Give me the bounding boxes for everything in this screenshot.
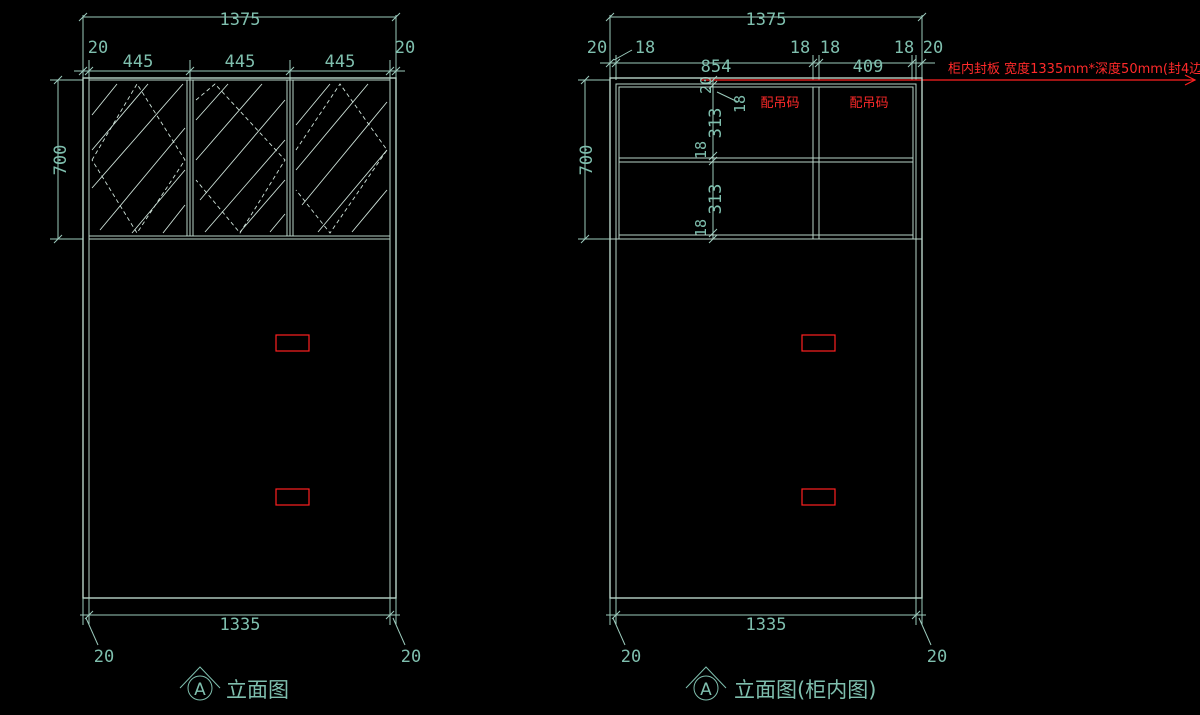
left-cabinet-outline bbox=[82, 77, 397, 599]
right-view-marker-letter: A bbox=[700, 680, 712, 700]
right-shelf-1-board: 18 bbox=[731, 95, 749, 113]
right-overall-width: 1375 bbox=[746, 10, 787, 30]
right-top-height: 700 bbox=[577, 145, 597, 176]
left-elevation: 1375 20 445 445 445 20 700 bbox=[50, 10, 421, 702]
glass-door-3 bbox=[289, 79, 391, 237]
left-side-right: 20 bbox=[395, 38, 415, 58]
right-board-mid-b: 18 bbox=[820, 38, 840, 58]
left-handle-lower bbox=[275, 488, 310, 506]
left-side-left: 20 bbox=[88, 38, 108, 58]
right-bottom-left: 20 bbox=[621, 647, 641, 667]
right-shelf-2-board: 18 bbox=[692, 141, 710, 159]
right-label-right-bay: 配吊码 bbox=[849, 96, 888, 111]
right-view-marker: A bbox=[685, 666, 727, 701]
right-side-left: 20 bbox=[587, 38, 607, 58]
right-bottom-board: 18 bbox=[692, 219, 710, 237]
right-panel-note: 柜内封板 宽度1335mm*深度50mm(封4边) bbox=[948, 61, 1200, 77]
right-shelf-2-height: 313 bbox=[706, 184, 726, 215]
left-bottom-left: 20 bbox=[94, 647, 114, 667]
left-panel-1: 445 bbox=[123, 52, 154, 72]
right-board-left: 18 bbox=[635, 38, 655, 58]
right-board-mid-a: 18 bbox=[790, 38, 810, 58]
left-panel-3: 445 bbox=[325, 52, 356, 72]
right-label-left-bay: 配吊码 bbox=[760, 96, 799, 111]
left-view-marker-letter: A bbox=[194, 680, 206, 700]
glass-hatch-2 bbox=[195, 83, 286, 234]
right-top-board: 20 bbox=[697, 76, 715, 94]
glass-door-1 bbox=[88, 79, 191, 237]
glass-hatch-3 bbox=[295, 83, 388, 234]
right-bottom-right: 20 bbox=[927, 647, 947, 667]
left-view-marker: A bbox=[179, 666, 221, 701]
right-handle-upper bbox=[801, 334, 836, 352]
left-panel-2: 445 bbox=[225, 52, 256, 72]
left-top-height: 700 bbox=[51, 145, 71, 176]
left-view-title: 立面图 bbox=[226, 678, 289, 702]
right-bay-right: 409 bbox=[853, 57, 884, 77]
right-bay-left: 854 bbox=[701, 57, 732, 77]
glass-hatch-1 bbox=[91, 83, 186, 234]
right-board-right: 18 bbox=[894, 38, 914, 58]
left-inner-width: 1335 bbox=[220, 615, 261, 635]
right-inner-width: 1335 bbox=[746, 615, 787, 635]
right-view-title: 立面图(柜内图) bbox=[734, 678, 876, 702]
right-cabinet-outline bbox=[609, 77, 923, 599]
right-side-right: 20 bbox=[923, 38, 943, 58]
left-handle-upper bbox=[275, 334, 310, 352]
right-elevation: 1375 20 18 854 18 18 409 18 20 柜内封板 宽度13… bbox=[577, 10, 1200, 702]
left-bottom-right: 20 bbox=[401, 647, 421, 667]
right-handle-lower bbox=[801, 488, 836, 506]
glass-door-2 bbox=[189, 79, 291, 237]
left-overall-width: 1375 bbox=[220, 10, 261, 30]
right-shelf-1-height: 313 bbox=[706, 108, 726, 139]
